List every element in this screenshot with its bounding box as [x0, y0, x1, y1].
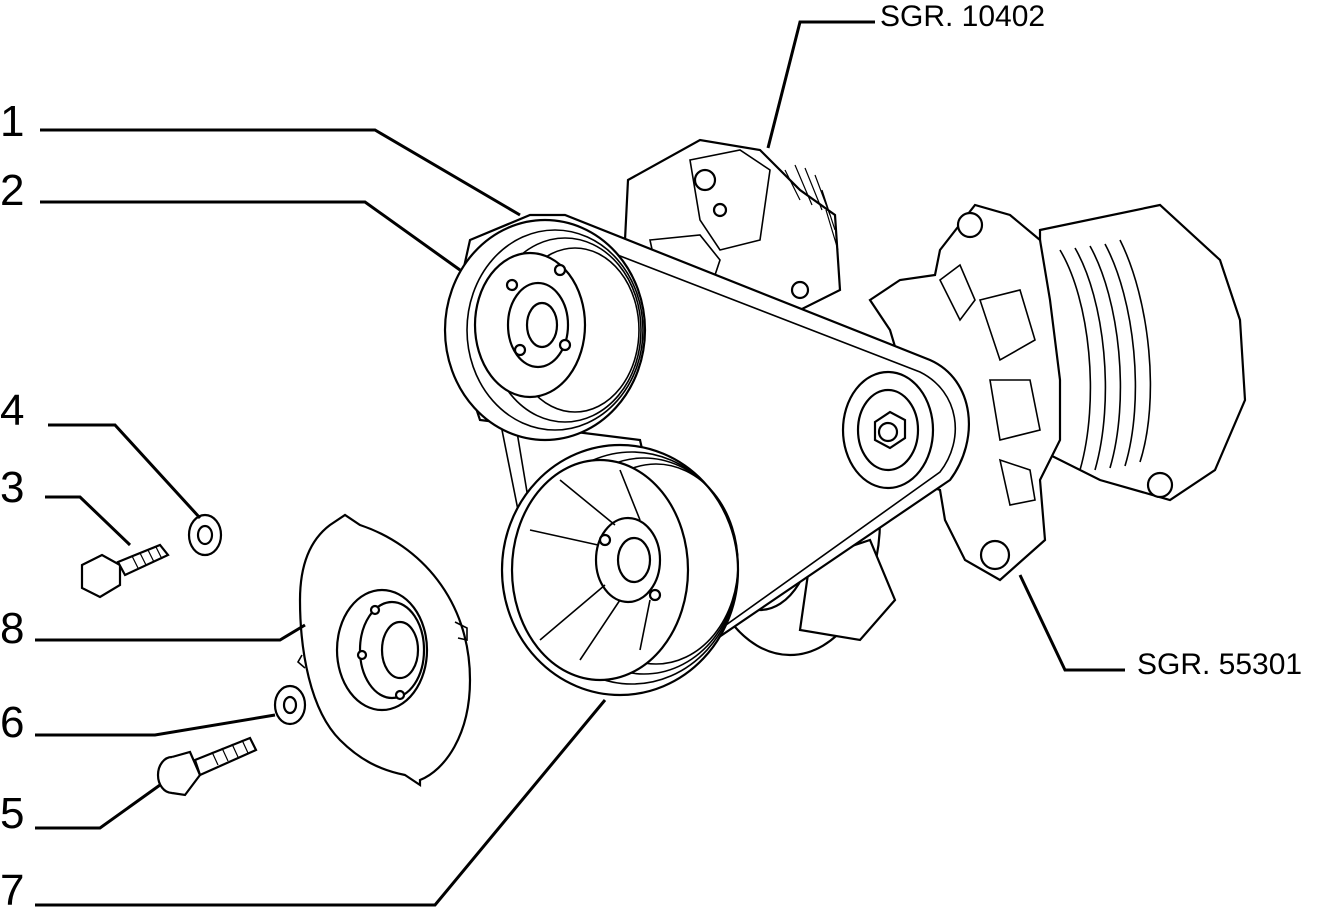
callout-8: 8	[0, 604, 24, 653]
callout-1: 1	[0, 97, 24, 146]
reference-sgr-55301: SGR. 55301	[1137, 648, 1302, 681]
reference-labels: SGR. 10402 SGR. 55301	[880, 0, 1302, 681]
callout-4: 4	[0, 386, 24, 435]
callout-labels: 1 2 4 3 8 6 5 7	[0, 97, 24, 910]
reference-sgr-10402: SGR. 10402	[880, 0, 1045, 33]
washer-6	[273, 684, 307, 726]
callout-3: 3	[0, 463, 24, 512]
callout-7: 7	[0, 866, 24, 910]
bolt-3	[80, 543, 170, 599]
tensioner-pulley	[841, 370, 935, 490]
crankshaft-pulley	[500, 443, 740, 697]
dust-cover-plate	[296, 513, 472, 788]
leader-lines	[35, 20, 1125, 907]
water-pump-pulley	[443, 218, 647, 442]
split-washer-4	[187, 513, 223, 557]
callout-5: 5	[0, 789, 24, 838]
callout-2: 2	[0, 166, 24, 215]
alternator	[868, 203, 1247, 582]
callout-6: 6	[0, 698, 24, 747]
bolt-5	[156, 736, 258, 797]
